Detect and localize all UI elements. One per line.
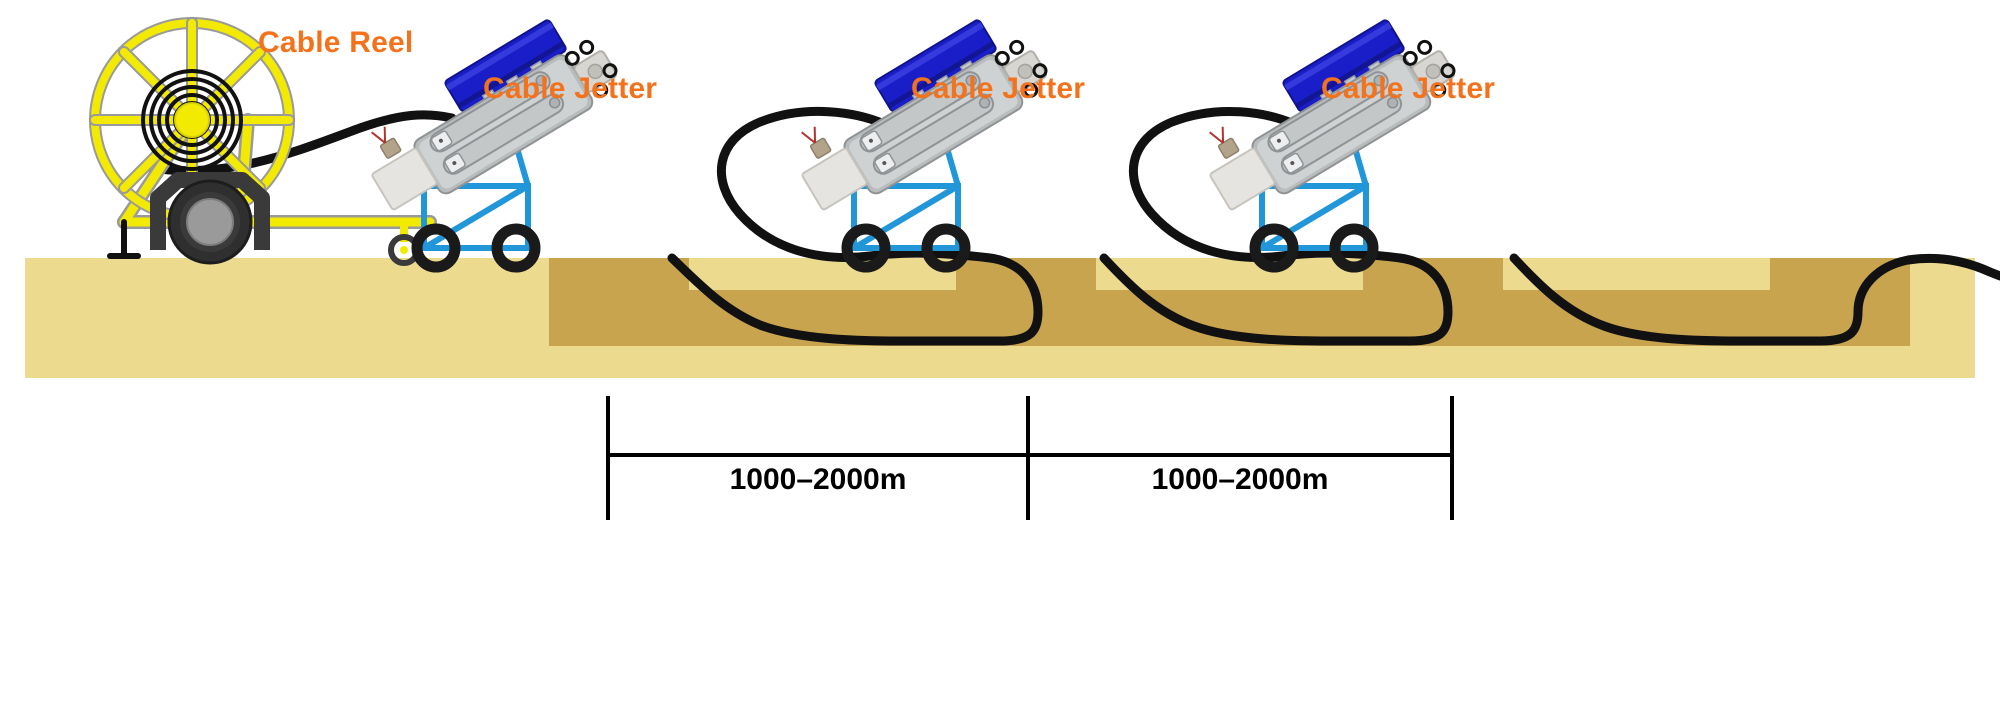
cable-reel [95, 23, 437, 266]
label-cable-jetter-1: Cable Jetter [483, 72, 658, 105]
reel-jack-stand [107, 219, 141, 259]
cable-path [147, 106, 2000, 346]
dimension-line [606, 396, 1454, 520]
cable-segment-loop3 [1128, 106, 1453, 346]
label-cable-jetter-2: Cable Jetter [911, 72, 1086, 105]
cable-segment-jetter1-down [667, 253, 1005, 346]
label-cable-reel: Cable Reel [258, 26, 414, 59]
cable-segment-jetter3-down [1509, 253, 1825, 346]
access-pit [549, 258, 689, 346]
cable-segment-jetter2-down [1099, 253, 1415, 346]
label-cable-jetter-3: Cable Jetter [1321, 72, 1496, 105]
cable-jetter-3 [1188, 2, 1465, 267]
cable-segment-exit-right [1815, 253, 2000, 346]
dimension-label-2: 1000–2000m [1151, 463, 1329, 496]
ground-layers [25, 258, 1975, 378]
cable-segment-reel-to-jetter1 [147, 110, 457, 176]
cable-segment-loop2 [716, 106, 1043, 346]
reel-tire [167, 179, 253, 265]
cable-jetter-2 [780, 2, 1057, 267]
access-pit [1770, 258, 1910, 346]
dimension-label-1: 1000–2000m [729, 463, 907, 496]
